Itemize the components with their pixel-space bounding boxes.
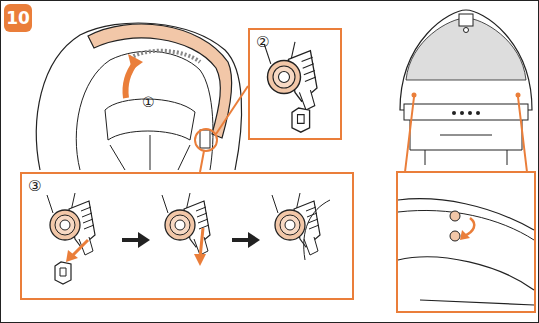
callout-number: ② <box>256 33 269 51</box>
detail-panel: ② <box>248 28 342 140</box>
step-number-text: 10 <box>6 8 30 28</box>
step-number: 10 <box>4 4 32 32</box>
callout-number: ① <box>142 94 155 110</box>
callout-number: ③ <box>28 177 41 195</box>
detail-panel: ③ <box>20 172 354 300</box>
